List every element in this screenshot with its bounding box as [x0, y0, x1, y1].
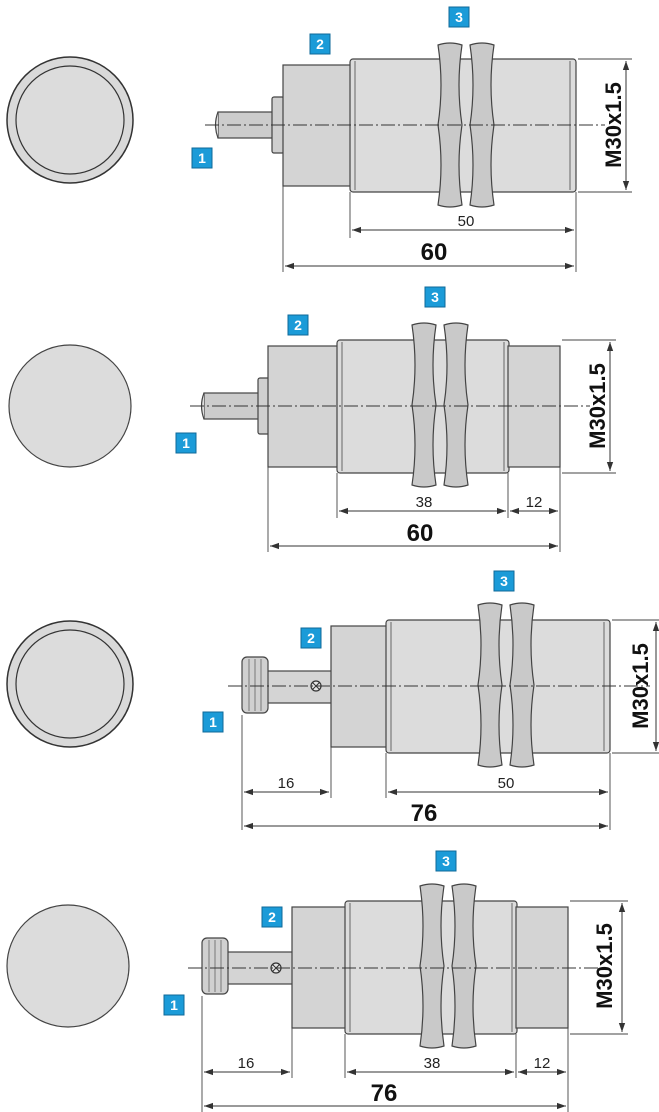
svg-text:2: 2 [316, 36, 324, 52]
thread-label: M30x1.5 [628, 643, 653, 729]
callout-2: 2 [300, 627, 322, 649]
dimensions: 38 12 60 M30x1.5 [267, 339, 616, 552]
svg-text:1: 1 [209, 714, 217, 730]
dim-12: 12 [534, 1055, 551, 1072]
front-view-ring [6, 56, 134, 184]
svg-text:1: 1 [198, 150, 206, 166]
dimensions: 16 38 12 76 M30x1.5 [201, 900, 628, 1112]
dim-60: 60 [421, 239, 448, 266]
callout-2: 2 [261, 906, 283, 928]
callout-2: 2 [309, 33, 331, 55]
dim-76: 76 [371, 1080, 398, 1107]
dim-60: 60 [407, 520, 434, 547]
callout-2: 2 [287, 314, 309, 336]
mounting-nuts [411, 322, 469, 488]
callout-1: 1 [163, 994, 185, 1016]
mounting-nuts [477, 602, 535, 768]
dim-16: 16 [278, 775, 295, 792]
svg-text:2: 2 [307, 630, 315, 646]
callout-3: 3 [448, 6, 470, 28]
mounting-nuts [419, 883, 477, 1049]
dimensions: 16 50 76 M30x1.5 [241, 619, 659, 830]
front-view-ring [6, 620, 134, 748]
front-view-plain [8, 344, 132, 468]
svg-text:3: 3 [500, 573, 508, 589]
svg-text:3: 3 [431, 289, 439, 305]
variant-1-cable-flush: 50 60 M30x1.5 1 2 3 [6, 6, 632, 272]
variant-3-connector-flush: 16 50 76 M30x1.5 1 2 3 [6, 570, 659, 830]
callout-3: 3 [424, 286, 446, 308]
dim-12: 12 [526, 494, 543, 511]
variant-2-cable-non-flush: 38 12 60 M30x1.5 1 2 3 [8, 286, 616, 552]
connector [241, 656, 335, 714]
dim-50: 50 [498, 775, 515, 792]
thread-label: M30x1.5 [601, 82, 626, 168]
dim-16: 16 [238, 1055, 255, 1072]
svg-text:2: 2 [268, 909, 276, 925]
thread-label: M30x1.5 [585, 363, 610, 449]
callout-1: 1 [175, 432, 197, 454]
svg-text:1: 1 [182, 435, 190, 451]
callout-1: 1 [202, 711, 224, 733]
callout-3: 3 [493, 570, 515, 592]
dimensions: 50 60 M30x1.5 [282, 58, 632, 272]
svg-text:2: 2 [294, 317, 302, 333]
svg-text:3: 3 [442, 853, 450, 869]
callout-1: 1 [191, 147, 213, 169]
svg-text:1: 1 [170, 997, 178, 1013]
svg-text:3: 3 [455, 9, 463, 25]
housing [330, 619, 611, 754]
dim-38: 38 [424, 1055, 441, 1072]
connector [201, 937, 295, 995]
dim-76: 76 [411, 800, 438, 827]
dim-50: 50 [458, 213, 475, 230]
housing [282, 58, 577, 193]
thread-label: M30x1.5 [592, 923, 617, 1009]
dim-38: 38 [416, 494, 433, 511]
variant-4-connector-non-flush: 16 38 12 76 M30x1.5 1 2 3 [6, 850, 628, 1112]
callout-3: 3 [435, 850, 457, 872]
front-view-plain [6, 904, 130, 1028]
